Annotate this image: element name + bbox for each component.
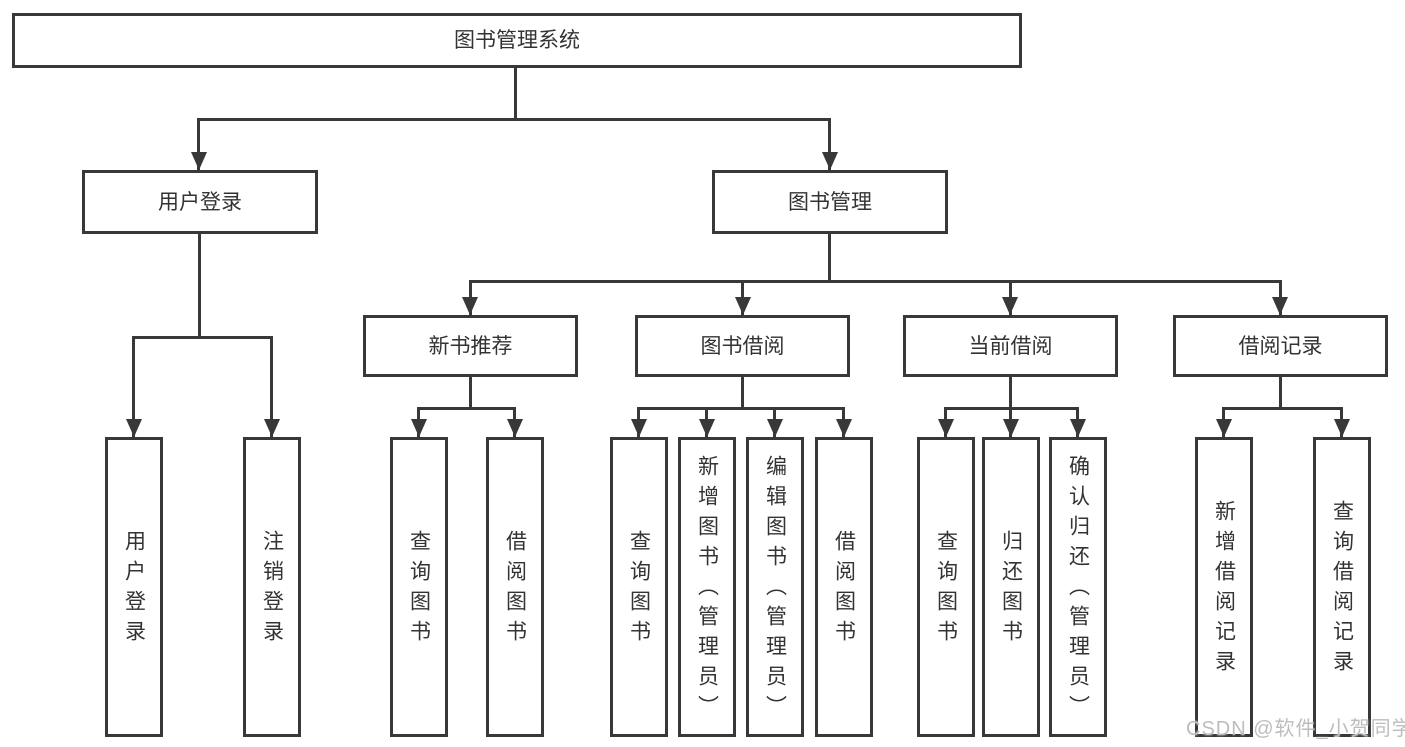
watermark-text: CSDN @软件_小贺同学 — [1186, 718, 1405, 740]
connector-line — [132, 336, 135, 437]
connector-line — [637, 407, 845, 410]
arrowhead-down-icon — [1003, 419, 1019, 437]
arrowhead-down-icon — [126, 419, 142, 437]
arrowhead-down-icon — [836, 419, 852, 437]
connector-line — [741, 377, 744, 409]
arrowhead-down-icon — [699, 419, 715, 437]
arrowhead-down-icon — [1272, 297, 1288, 315]
connector-line — [469, 377, 472, 409]
arrowhead-down-icon — [264, 419, 280, 437]
leaf-current-return-books: 归还图书 — [982, 437, 1040, 737]
leaf-borrowing-query-books: 查询图书 — [610, 437, 668, 737]
leaf-borrowing-add-books-admin: 新增图书（管理员） — [678, 437, 736, 737]
node-current-borrowing: 当前借阅 — [903, 315, 1118, 377]
connector-line — [198, 234, 201, 338]
connector-line — [197, 118, 831, 121]
connector-line — [417, 407, 516, 410]
arrowhead-down-icon — [767, 419, 783, 437]
connector-line — [1222, 407, 1343, 410]
arrowhead-down-icon — [191, 152, 207, 170]
leaf-logout: 注销登录 — [243, 437, 301, 737]
connector-line — [469, 280, 1281, 283]
leaf-user-login: 用户登录 — [105, 437, 163, 737]
connector-line — [514, 68, 517, 120]
node-book-borrowing: 图书借阅 — [635, 315, 850, 377]
arrowhead-down-icon — [735, 297, 751, 315]
leaf-recommend-borrow-books: 借阅图书 — [486, 437, 544, 737]
connector-line — [828, 234, 831, 282]
leaf-borrowing-borrow-books: 借阅图书 — [815, 437, 873, 737]
leaf-records-query-borrow-record: 查询借阅记录 — [1313, 437, 1371, 737]
node-book-management-module: 图书管理 — [712, 170, 948, 234]
connector-line — [270, 336, 273, 437]
node-new-book-recommend: 新书推荐 — [363, 315, 578, 377]
connector-line — [1279, 377, 1282, 409]
connector-line — [197, 118, 200, 170]
arrowhead-down-icon — [1216, 419, 1232, 437]
arrowhead-down-icon — [822, 152, 838, 170]
arrowhead-down-icon — [1002, 297, 1018, 315]
leaf-records-add-borrow-record: 新增借阅记录 — [1195, 437, 1253, 737]
node-root-system: 图书管理系统 — [12, 13, 1022, 68]
arrowhead-down-icon — [1070, 419, 1086, 437]
arrowhead-down-icon — [411, 419, 427, 437]
arrowhead-down-icon — [507, 419, 523, 437]
arrowhead-down-icon — [938, 419, 954, 437]
leaf-current-query-books: 查询图书 — [917, 437, 975, 737]
connector-line — [132, 336, 273, 339]
arrowhead-down-icon — [1334, 419, 1350, 437]
node-borrowing-records: 借阅记录 — [1173, 315, 1388, 377]
leaf-borrowing-edit-books-admin: 编辑图书（管理员） — [746, 437, 804, 737]
connector-line — [828, 118, 831, 170]
leaf-recommend-query-books: 查询图书 — [390, 437, 448, 737]
node-user-login-module: 用户登录 — [82, 170, 318, 234]
leaf-current-confirm-return-admin: 确认归还（管理员） — [1049, 437, 1107, 737]
connector-line — [1009, 377, 1012, 409]
arrowhead-down-icon — [631, 419, 647, 437]
arrowhead-down-icon — [462, 297, 478, 315]
